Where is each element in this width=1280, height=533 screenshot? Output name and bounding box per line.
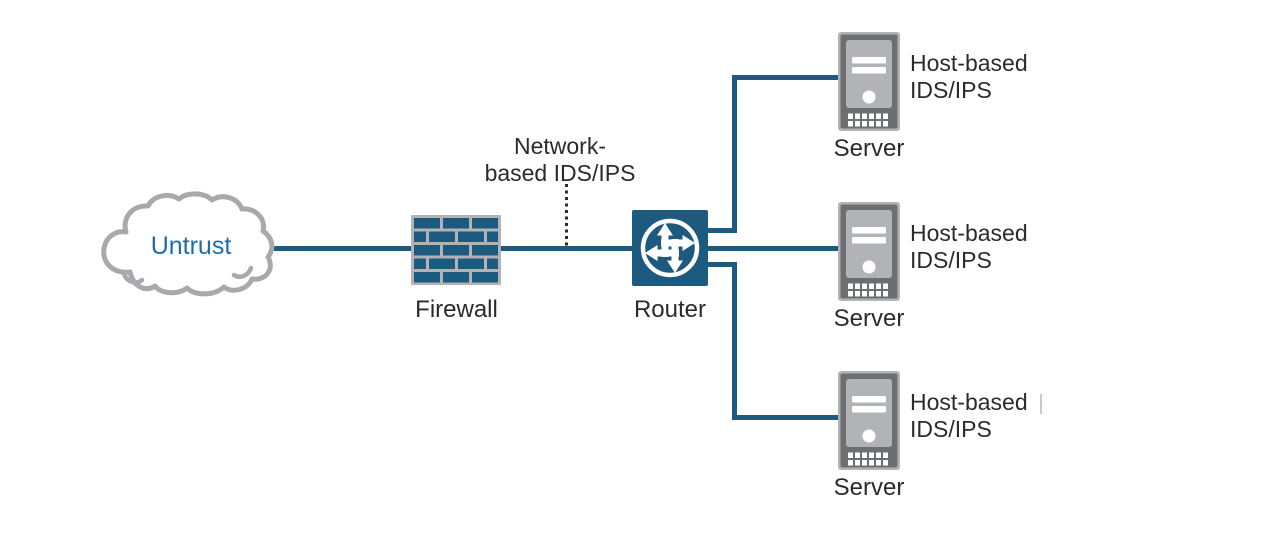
- host-ids-annotation: Host-based IDS/IPS: [910, 220, 1028, 274]
- stray-artifact-line: [1040, 394, 1042, 414]
- host-ids-line2: IDS/IPS: [910, 247, 992, 273]
- server-tower-icon: [838, 371, 900, 470]
- server-tower-icon: [838, 202, 900, 301]
- link-firewall-router: [494, 246, 636, 251]
- host-ids-line1: Host-based: [910, 389, 1028, 415]
- link-router-server1-vertical: [732, 75, 737, 233]
- host-ids-line2: IDS/IPS: [910, 416, 992, 442]
- host-ids-line2: IDS/IPS: [910, 77, 992, 103]
- server-node-3: Server Host-based IDS/IPS: [806, 371, 1116, 533]
- server-label: Server: [833, 135, 905, 162]
- network-ids-line2: based IDS/IPS: [484, 160, 636, 186]
- untrust-label: Untrust: [150, 231, 232, 260]
- host-ids-annotation: Host-based IDS/IPS: [910, 389, 1028, 443]
- server-tower-icon: [838, 32, 900, 131]
- router-label: Router: [633, 296, 707, 323]
- link-router-server1-stub: [704, 228, 737, 233]
- firewall-label: Firewall: [415, 296, 498, 323]
- network-ids-annotation: Network- based IDS/IPS: [460, 133, 660, 187]
- server-node-2: Server Host-based IDS/IPS: [806, 202, 1116, 367]
- link-router-server3-vertical: [732, 262, 737, 420]
- link-router-server1-horizontal: [732, 75, 840, 80]
- link-cloud-firewall: [268, 246, 416, 251]
- link-router-server3-horizontal: [732, 415, 840, 420]
- server-label: Server: [833, 305, 905, 332]
- router-arrows-icon: [632, 210, 708, 286]
- host-ids-line1: Host-based: [910, 50, 1028, 76]
- network-ids-dotted-line: [565, 184, 568, 246]
- host-ids-annotation: Host-based IDS/IPS: [910, 50, 1028, 104]
- firewall-brick-icon: [411, 215, 501, 285]
- server-node-1: Server Host-based IDS/IPS: [806, 32, 1116, 197]
- network-ids-line1: Network-: [513, 133, 606, 159]
- link-router-server3-stub: [704, 262, 737, 267]
- link-router-server2: [704, 246, 840, 251]
- cloud-icon: [101, 191, 275, 297]
- server-label: Server: [833, 474, 905, 501]
- untrust-cloud-node: Untrust: [96, 190, 280, 302]
- host-ids-line1: Host-based: [910, 220, 1028, 246]
